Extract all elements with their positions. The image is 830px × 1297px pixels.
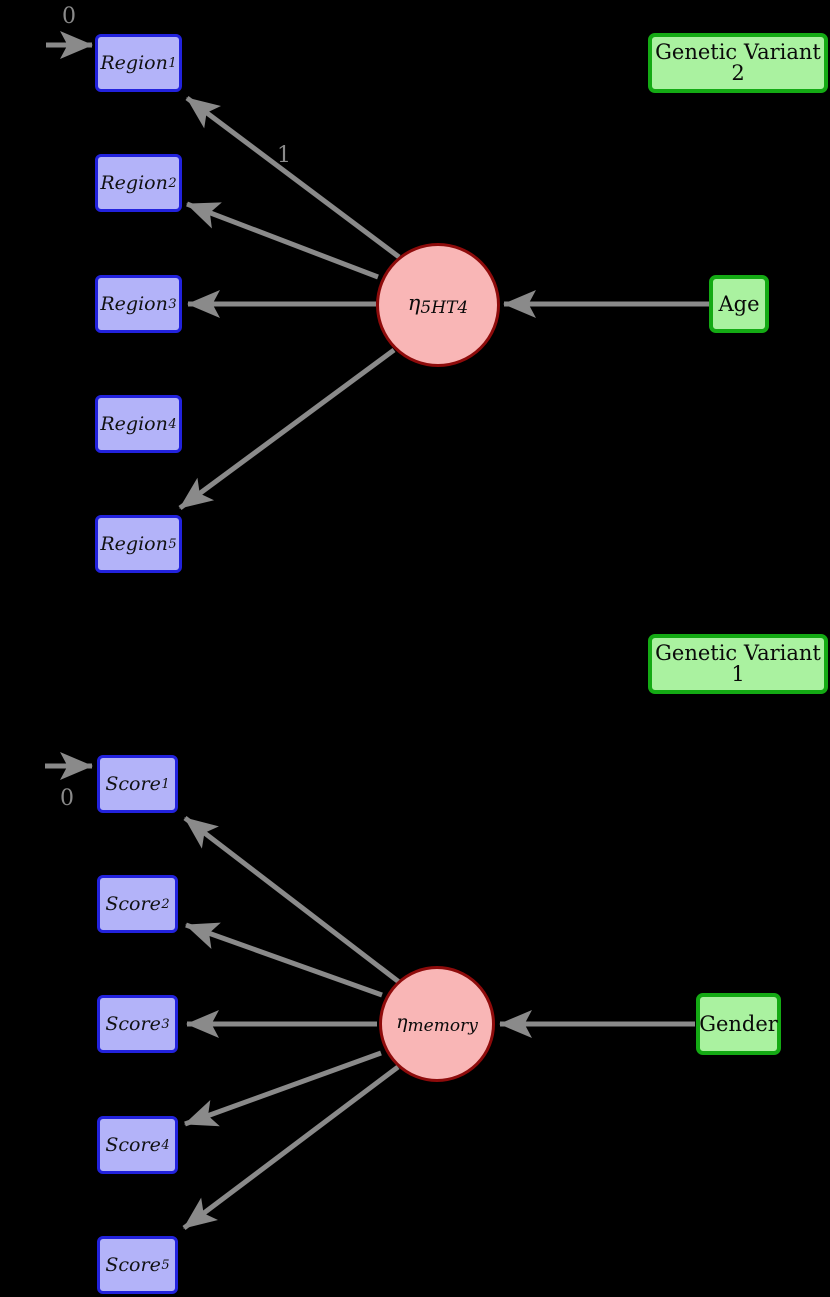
edge-label-loading-one: 1	[277, 143, 291, 168]
covariate-label-age: Age	[718, 291, 760, 316]
observed-subscript-region-1: 1	[168, 55, 177, 71]
observed-subscript-score-5: 5	[161, 1257, 170, 1273]
edge-label-intercept-lower: 0	[60, 786, 74, 811]
covariate-label-gender: Gender	[699, 1011, 778, 1036]
observed-subscript-score-4: 4	[161, 1137, 170, 1153]
observed-label-score-1: Score	[105, 772, 161, 795]
observed-label-region-1: Region	[100, 51, 168, 74]
latent-node-eta-memory[interactable]: ηmemory	[379, 966, 495, 1082]
observed-label-region-5: Region	[100, 532, 168, 555]
edge-etamemory-to-score4	[184, 1050, 382, 1127]
covariate-label-genetic-variant-1: Genetic Variant 1	[655, 641, 821, 686]
observed-label-score-4: Score	[105, 1133, 161, 1156]
latent-subscript-5ht4: 5HT4	[420, 298, 469, 319]
covariate-box-gender[interactable]: Gender	[696, 993, 781, 1055]
lower-loading-edges	[182, 816, 401, 1230]
edge-eta5ht4-to-region5	[178, 347, 396, 511]
observed-subscript-score-1: 1	[161, 776, 170, 792]
covariate-box-genetic-variant-2[interactable]: Genetic Variant 2	[648, 33, 828, 93]
latent-subscript-memory: memory	[407, 1016, 478, 1037]
observed-subscript-score-3: 3	[161, 1016, 170, 1032]
observed-label-region-3: Region	[100, 292, 168, 315]
latent-node-eta-5ht4[interactable]: η5HT4	[376, 243, 500, 367]
observed-subscript-region-2: 2	[168, 175, 177, 191]
covariate-box-age[interactable]: Age	[709, 275, 769, 333]
edge-etamemory-to-score1	[183, 816, 401, 984]
observed-label-region-2: Region	[100, 171, 168, 194]
edge-etamemory-to-score2	[185, 922, 383, 998]
edge-etamemory-to-score5	[182, 1065, 400, 1230]
observed-subscript-region-5: 5	[168, 536, 177, 552]
covariate-box-genetic-variant-1[interactable]: Genetic Variant 1	[648, 634, 828, 694]
observed-label-score-2: Score	[105, 892, 161, 915]
covariate-label-genetic-variant-2: Genetic Variant 2	[655, 40, 821, 85]
observed-label-score-5: Score	[105, 1253, 161, 1276]
edge-label-intercept-upper: 0	[62, 4, 76, 29]
latent-symbol-eta-memory: η	[396, 1010, 408, 1033]
edge-eta5ht4-to-region1	[185, 96, 401, 259]
observed-subscript-region-4: 4	[168, 416, 177, 432]
observed-label-score-3: Score	[105, 1012, 161, 1035]
edge-eta5ht4-to-region2	[186, 201, 379, 280]
observed-subscript-region-3: 3	[168, 296, 177, 312]
latent-symbol-eta-5ht4: η	[407, 290, 421, 315]
observed-subscript-score-2: 2	[161, 896, 170, 912]
observed-label-region-4: Region	[100, 412, 168, 435]
